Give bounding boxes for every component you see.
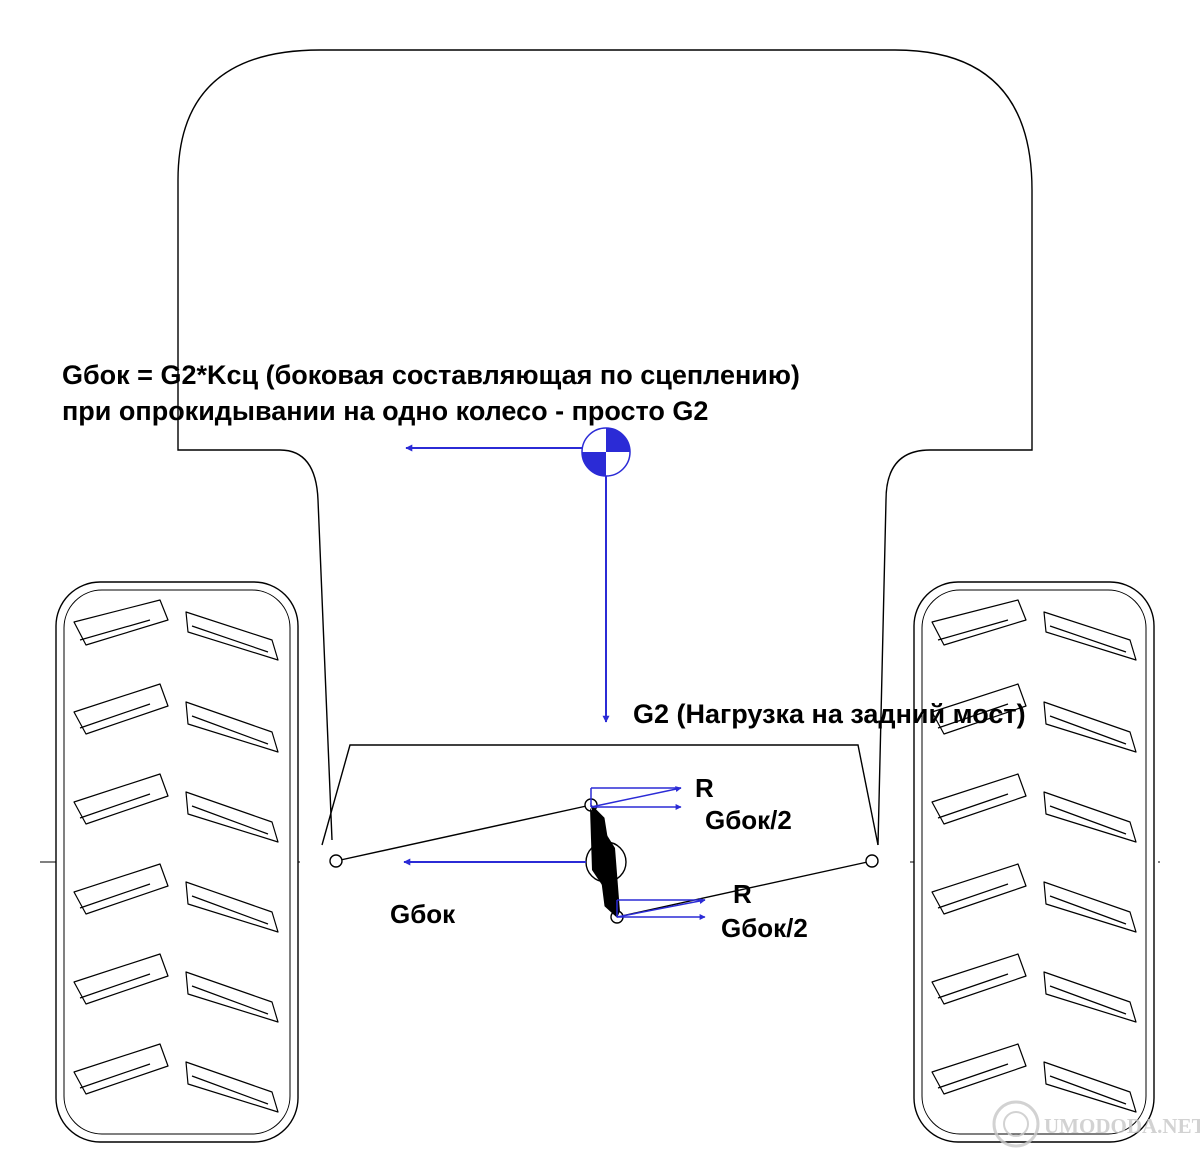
- pivot-left: [329, 854, 343, 868]
- r-label-lower: R: [733, 879, 752, 909]
- formula-line-1: Gбок = G2*Kсц (боковая составляющая по с…: [62, 360, 800, 390]
- gbok-half-label-upper: Gбок/2: [705, 805, 792, 835]
- r-label-upper: R: [695, 773, 714, 803]
- formula-line-2: при опрокидывании на одно колесо - прост…: [62, 396, 708, 426]
- right-wheel: [913, 581, 1155, 1143]
- center-of-mass-symbol: [581, 427, 631, 477]
- watermark-logo: UMODODA.NET: [992, 1100, 1200, 1148]
- watermark-emblem-icon: [992, 1100, 1040, 1148]
- linkage-bar-fill: [590, 808, 620, 912]
- left-wheel: [55, 581, 299, 1143]
- upper-reaction-vectors: [590, 786, 682, 810]
- axle-frame: [321, 744, 879, 846]
- lower-reaction-vectors: [616, 898, 706, 920]
- pivot-right: [865, 854, 879, 868]
- tractor-body-outline: [177, 49, 1033, 846]
- gbok-label: Gбок: [390, 899, 456, 929]
- gbok-half-label-lower: Gбок/2: [721, 913, 808, 943]
- g2-load-label: G2 (Нагрузка на задний мост): [633, 699, 1026, 729]
- axle-beam-left: [335, 804, 592, 862]
- watermark-text: UMODODA.NET: [1044, 1114, 1200, 1138]
- axle-beam-right: [616, 860, 873, 918]
